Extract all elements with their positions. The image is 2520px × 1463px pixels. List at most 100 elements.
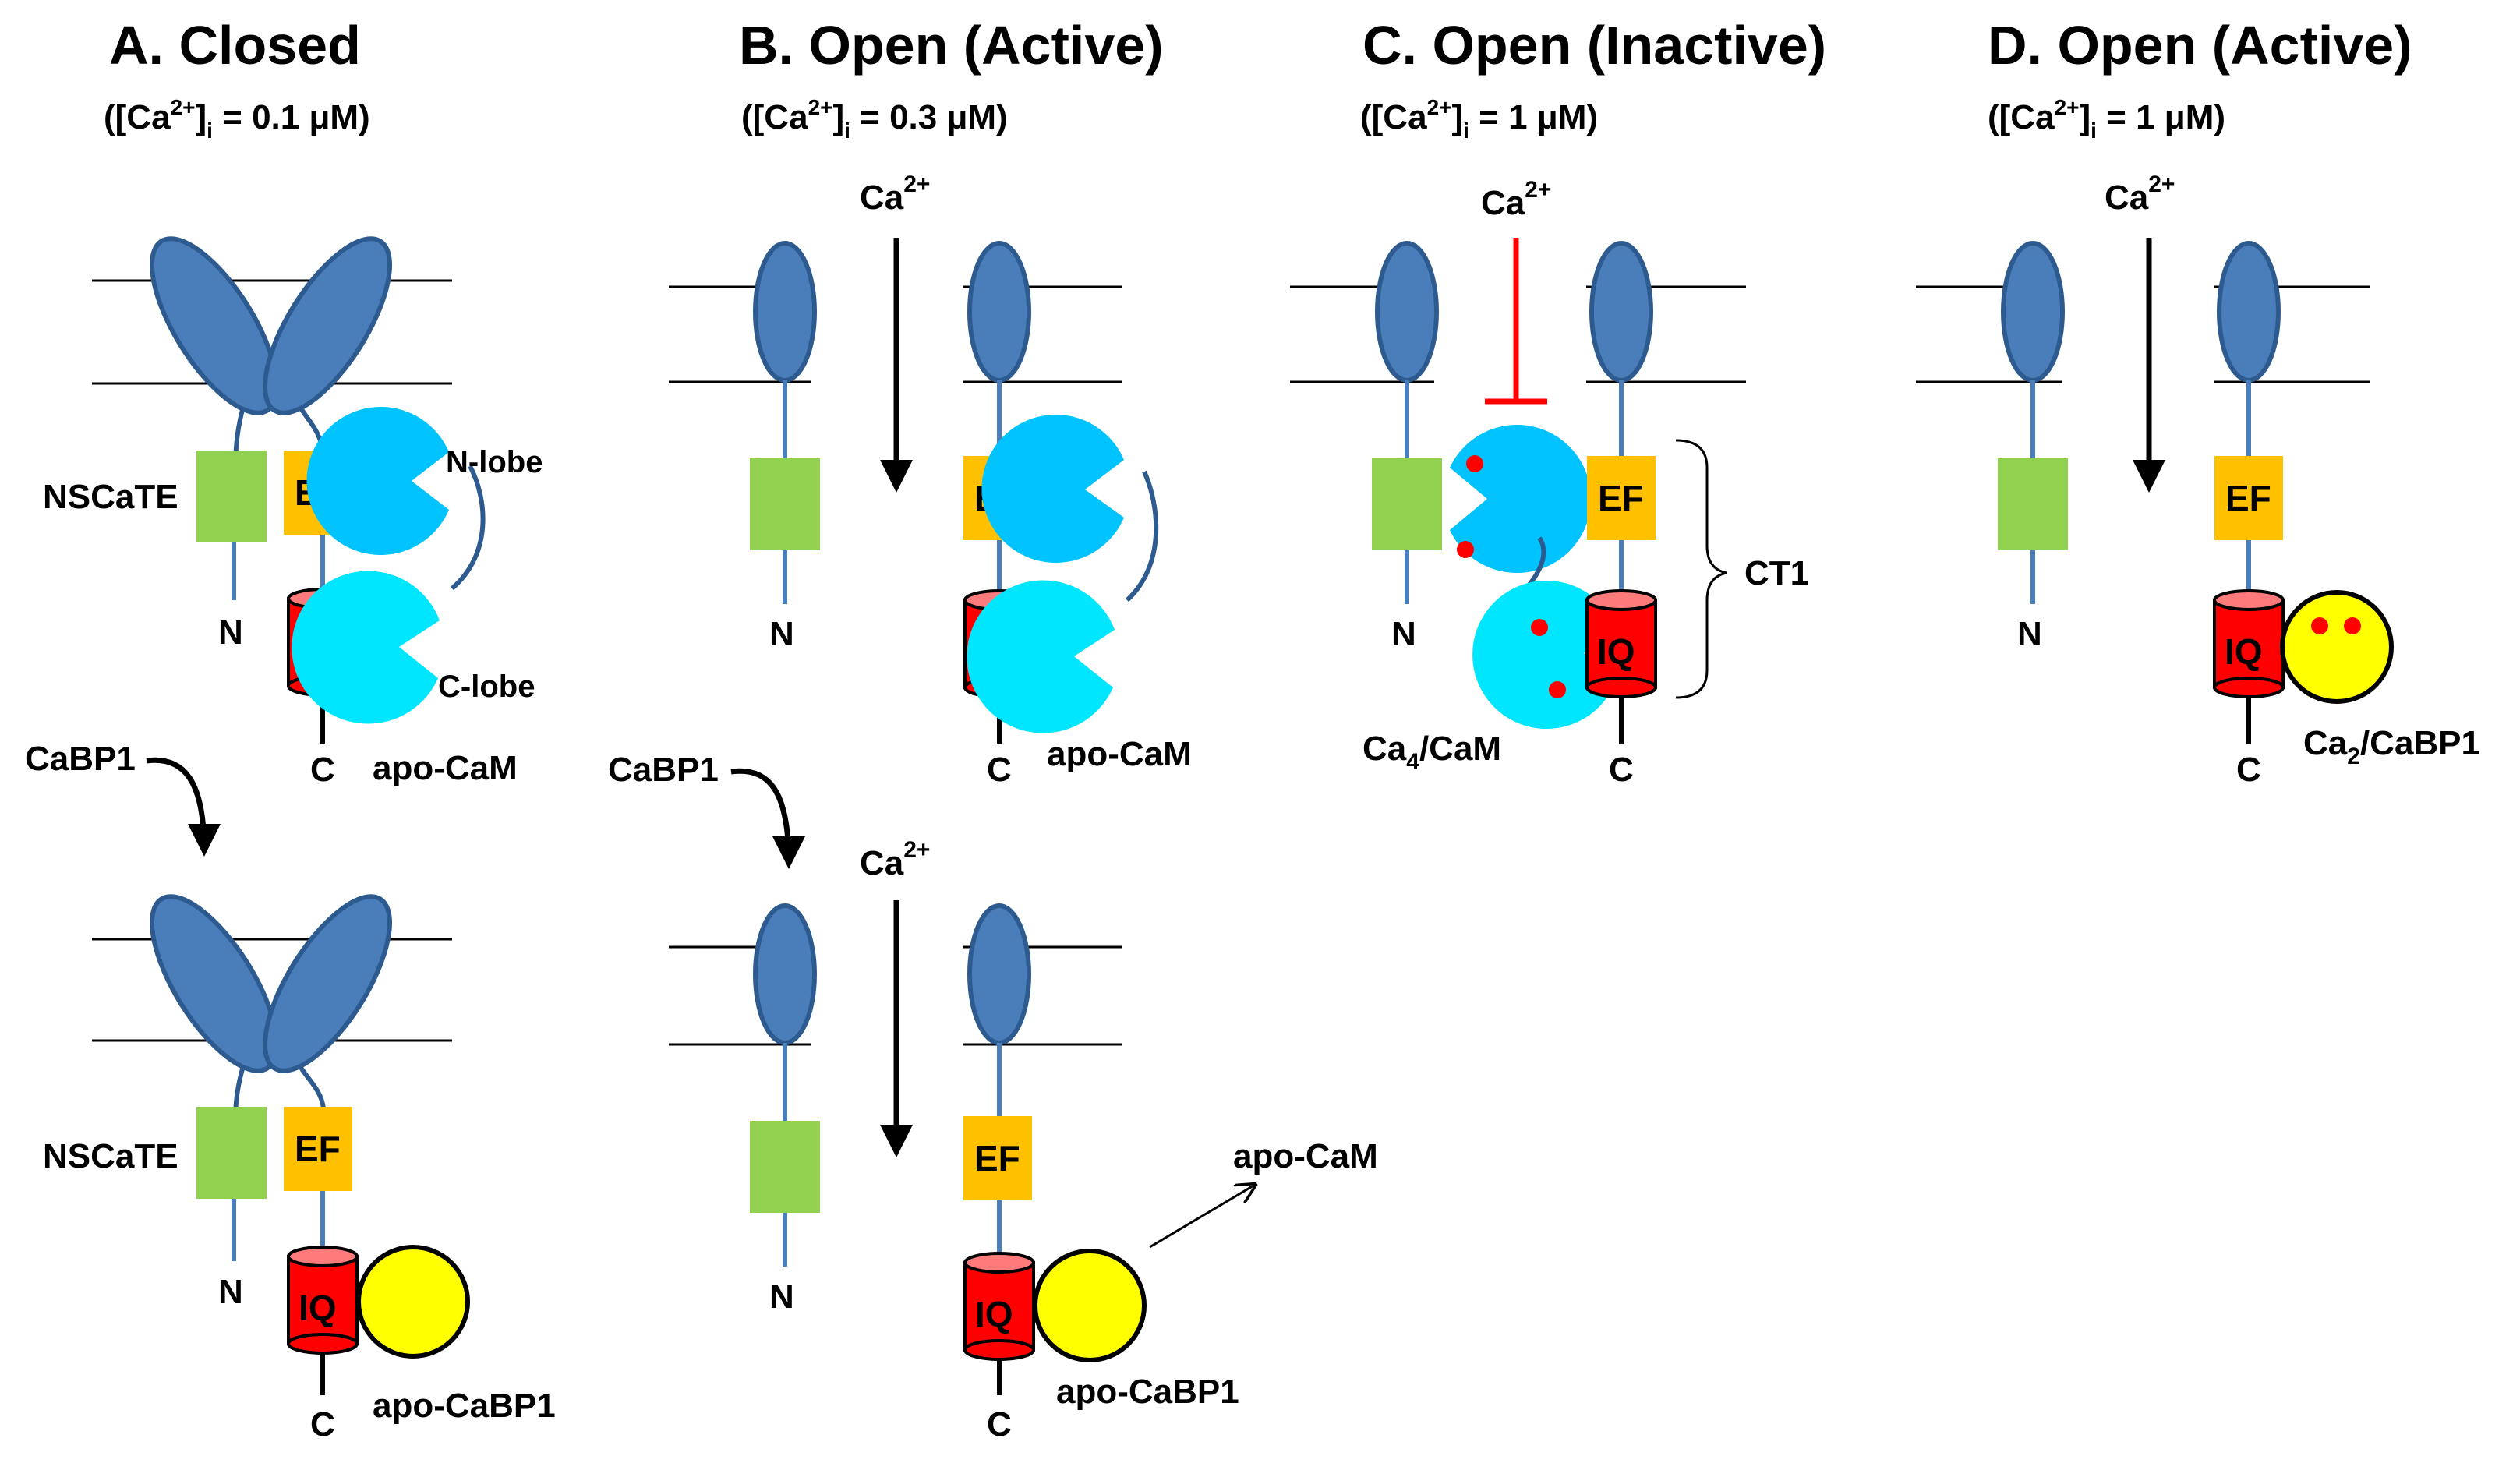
panel-c-title: C. Open (Inactive) [1362,15,1826,76]
nscate-box [750,458,820,550]
cam-c-lobe [292,571,440,724]
panel-a-title: A. Closed [109,15,361,76]
channel-subunit [150,894,279,1073]
ca-ion [1549,681,1566,698]
linker-line [233,1065,246,1114]
ca-ion [2344,617,2361,634]
apo-cam-label: apo-CaM [373,749,518,787]
channel-subunit [263,236,392,415]
apo-cam-label: apo-CaM [1233,1137,1378,1175]
channel-subunit [2001,241,2065,383]
panel-d-title: D. Open (Active) [1988,15,2412,76]
ca-ion [1531,619,1548,636]
iq-cylinder [287,1246,359,1355]
apo-cabp1-label: apo-CaBP1 [373,1387,556,1425]
c-terminal-label: C [2236,751,2261,789]
ef-box [2214,456,2283,540]
ef-label: EF [1598,478,1644,518]
panel-b-cabp1-transition: CaBP1 [608,751,805,869]
cam-linker [451,465,486,591]
channel-subunit [967,903,1031,1045]
n-terminal-label: N [1391,615,1416,653]
ef-box [963,1116,1032,1200]
arrow-icon [730,768,805,869]
ef-label: EF [974,1138,1020,1179]
ca-label: Ca2+ [2105,171,2175,217]
panel-a-cabp1-transition: CaBP1 [25,740,221,857]
ca-label: Ca2+ [860,171,930,217]
ef-box [284,1107,352,1191]
ct1-label: CT1 [1744,554,1809,592]
panel-c-header: C. Open (Inactive) ([Ca2+]i = 1 μM) [1360,15,1826,143]
panel-d-subtitle: ([Ca2+]i = 1 μM) [1988,95,2225,143]
iq-label: IQ [1597,631,1635,672]
iq-cylinder [1585,589,1657,698]
cam-n-lobe [981,415,1124,563]
cam-linker [1125,470,1159,603]
cam-c-lobe [967,580,1115,733]
nscate-box [1998,458,2068,550]
panel-b-header: B. Open (Active) ([Ca2+]i = 0.3 μM) [739,15,1164,143]
cabp1-circle [356,1245,470,1359]
nscate-box [196,1107,267,1199]
channel-subunit [2217,241,2281,383]
c-terminal-label: C [987,751,1012,789]
iq-label: IQ [2225,631,2263,672]
c-terminal-label: C [987,1405,1012,1444]
nscate-label: NSCaTE [43,478,178,516]
ef-label: EF [295,1129,341,1169]
cabp1-label: CaBP1 [608,751,719,789]
panel-a-header: A. Closed ([Ca2+]i = 0.1 μM) [104,15,370,143]
ef-box [1587,456,1656,540]
nscate-box [196,451,267,542]
n-terminal-label: N [218,613,243,652]
channel-subunit [263,894,392,1073]
ca-label: Ca2+ [860,837,930,882]
panel-a-subtitle: ([Ca2+]i = 0.1 μM) [104,95,370,143]
panel-b-bottom: N Ca2+ EF IQ C apo-CaBP1 apo-CaM [669,837,1378,1444]
channel-subunit [967,241,1031,383]
n-lobe-label: N-lobe [446,445,543,479]
n-terminal-label: N [2017,615,2042,653]
iq-cylinder [963,1252,1035,1361]
cabp1-label: CaBP1 [25,740,136,778]
panel-d: N Ca2+ EF IQ C Ca2/CaBP1 [1916,171,2480,789]
panel-a-bottom: N NSCaTE EF IQ C apo-CaBP1 [43,894,556,1444]
apo-cam-label: apo-CaM [1047,735,1192,773]
ca2-cabp1-label: Ca2/CaBP1 [2303,724,2480,769]
channel-subunit [150,236,279,415]
ca4-cam-label: Ca4/CaM [1362,730,1501,775]
n-terminal-label: N [769,1277,794,1316]
ca-label: Ca2+ [1481,177,1551,222]
panel-b-subtitle: ([Ca2+]i = 0.3 μM) [741,95,1008,143]
nscate-label: NSCaTE [43,1137,178,1175]
cam-n-lobe [306,407,449,555]
cabp1-circle [1033,1249,1147,1362]
channel-subunit [1375,241,1439,383]
nscate-box [1372,458,1442,550]
apo-cabp1-label: apo-CaBP1 [1056,1373,1239,1411]
cam-c-lobe [1472,581,1615,730]
arrow-icon [146,757,221,857]
iq-label: IQ [299,1288,337,1328]
channel-subunit [1589,241,1653,383]
cam-n-lobe [1450,425,1592,573]
panel-a-top: N NSCaTE EF IQ C N-lobe C-lobe apo-CaM [43,236,543,789]
c-terminal-label: C [1609,751,1634,789]
cabp1-circle [2280,590,2394,704]
panel-c-subtitle: ([Ca2+]i = 1 μM) [1360,95,1598,143]
channel-subunit [753,903,817,1045]
nscate-box [750,1121,820,1213]
linker-line [298,1065,326,1109]
panel-b-title: B. Open (Active) [739,15,1164,76]
ca-ion [1457,541,1474,558]
iq-label: IQ [975,1294,1013,1334]
ct1-brace [1675,439,1727,699]
channel-subunit [753,241,817,383]
n-terminal-label: N [769,615,794,653]
panel-b-top: N Ca2+ EF IQ C apo-CaM [669,171,1192,789]
release-arrow-icon [1149,1185,1255,1249]
ca-ion [2311,617,2328,634]
c-lobe-label: C-lobe [438,670,535,704]
